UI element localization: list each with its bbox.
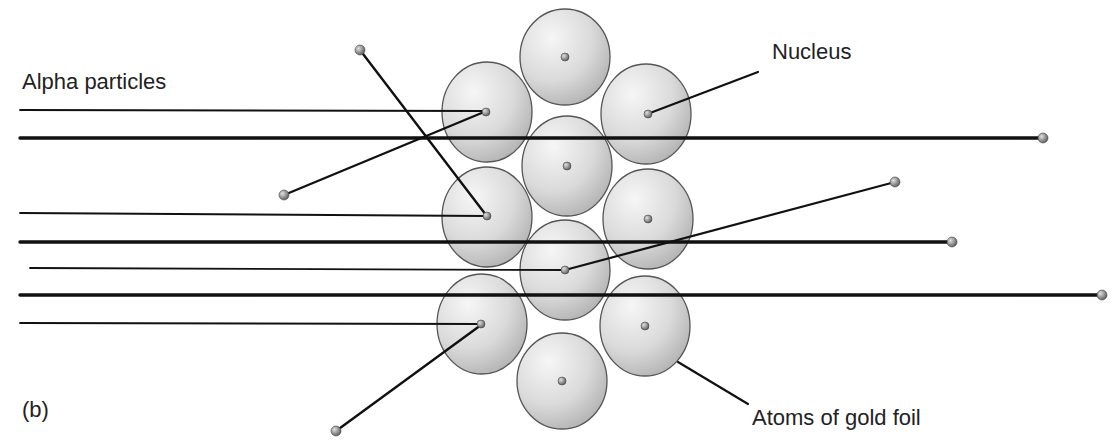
alpha-path (565, 182, 895, 270)
nucleus-dot (561, 53, 569, 61)
alpha-path (30, 268, 565, 270)
nucleus-dot (563, 162, 571, 170)
alpha-particle (1038, 133, 1048, 143)
nucleus-dot (561, 266, 569, 274)
callout-label: Atoms of gold foil (752, 406, 921, 430)
nucleus-dot (477, 320, 485, 328)
panel-letter: (b) (22, 398, 49, 422)
alpha-particle (279, 190, 289, 200)
alpha-path (20, 240, 952, 243)
alpha-path (20, 323, 481, 324)
nucleus-dot (641, 322, 649, 330)
alpha-particle (331, 426, 341, 436)
alpha-particle (1097, 290, 1107, 300)
callout-label: Nucleus (772, 40, 851, 64)
nucleus-dot (482, 108, 490, 116)
gold-atom (603, 169, 693, 269)
nucleus-dot (558, 377, 566, 385)
nucleus-dot (483, 212, 491, 220)
axis-label: Alpha particles (22, 70, 166, 94)
alpha-path (284, 112, 484, 195)
alpha-particle (355, 45, 365, 55)
nucleus-dot (644, 110, 652, 118)
leader-line (678, 362, 748, 404)
alpha-path (20, 110, 484, 111)
gold-atom (520, 9, 610, 105)
alpha-path (336, 325, 481, 431)
alpha-path (20, 293, 1102, 296)
gold-atom (517, 333, 607, 429)
alpha-path (20, 136, 1043, 139)
alpha-path (360, 50, 486, 215)
gold-atom (442, 62, 532, 162)
gold-atom (442, 167, 532, 267)
gold-atom (522, 116, 612, 216)
gold-atom (600, 276, 690, 376)
alpha-path (20, 213, 486, 216)
leader-line (650, 72, 758, 113)
alpha-particle (947, 237, 957, 247)
alpha-particle (890, 177, 900, 187)
nucleus-dot (644, 215, 652, 223)
gold-atom (601, 64, 691, 164)
